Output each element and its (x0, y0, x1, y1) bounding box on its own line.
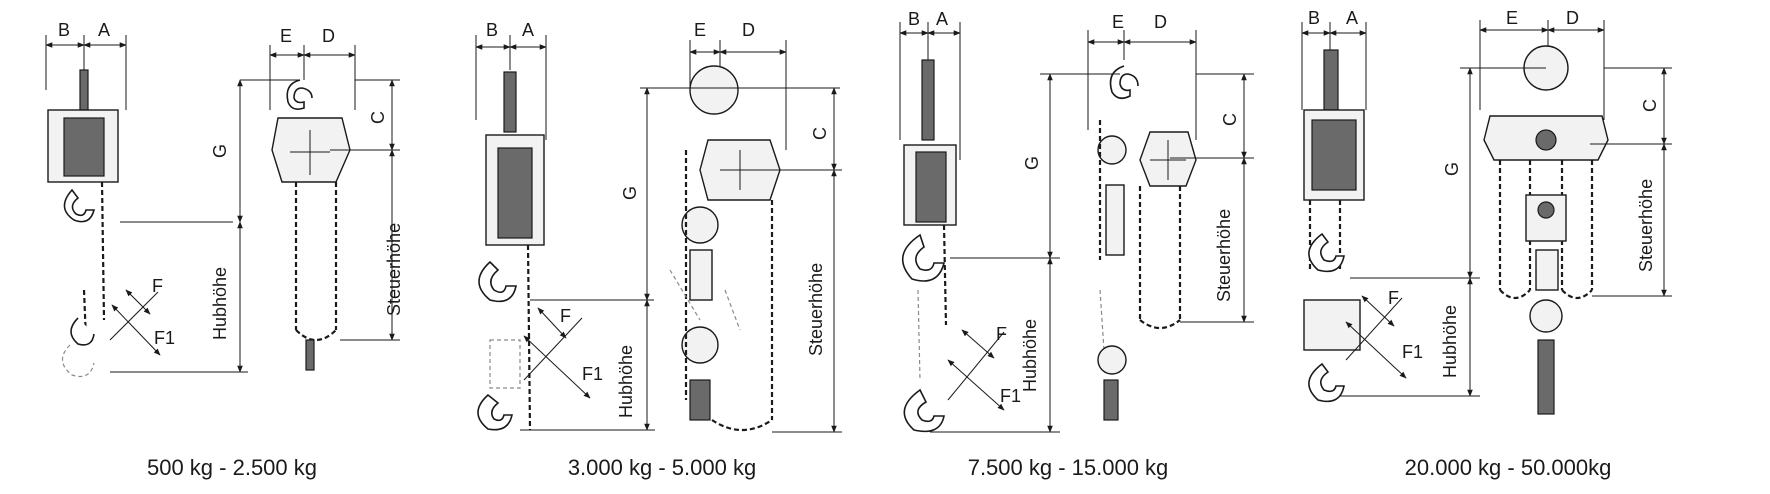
caption-group-3: 7.500 kg - 15.000 kg (967, 455, 1169, 480)
front-view-3: E D G Hubhöhe (930, 12, 1254, 433)
front-view-4: E D G Hubhöhe (1340, 8, 1672, 415)
caption-group-2: 3.000 kg - 5.000 kg (567, 455, 757, 480)
dim-label-g: G (1442, 162, 1462, 176)
front-view-1: E D G Hubhöhe C (109, 26, 404, 373)
side-view-1: B A (45, 20, 127, 378)
dim-label-d: D (742, 20, 755, 40)
side-view-4: B A (1301, 8, 1367, 403)
dim-label-f1: F1 (1000, 386, 1021, 406)
caption-group-4: 20.000 kg - 50.000kg (1404, 455, 1612, 480)
dim-label-a: A (522, 20, 534, 40)
dim-label-c: C (368, 111, 388, 124)
dim-label-f1: F1 (154, 328, 175, 348)
side-view-3: B A (899, 9, 961, 433)
dim-label-b: B (486, 20, 498, 40)
dim-label-c: C (810, 127, 830, 140)
dim-label-e: E (694, 20, 706, 40)
dim-label-g: G (620, 186, 640, 200)
caption-group-1: 500 kg - 2.500 kg (146, 455, 318, 480)
group-1: B A E D (45, 20, 404, 378)
dim-label-f: F (152, 276, 163, 296)
dim-label-hubhoehe: Hubhöhe (1020, 319, 1040, 392)
dim-label-d: D (322, 26, 335, 46)
dim-label-d: D (1154, 12, 1167, 32)
dim-label-g: G (210, 144, 230, 158)
dim-label-e: E (1112, 12, 1124, 32)
dim-label-b: B (58, 20, 70, 40)
dim-label-c: C (1640, 99, 1660, 112)
dim-label-f: F (1388, 288, 1399, 308)
dim-label-a: A (936, 9, 948, 29)
dim-label-hubhoehe: Hubhöhe (1440, 305, 1460, 378)
dim-label-steuerhoehe: Steuerhöhe (384, 223, 404, 316)
dim-label-c: C (1220, 113, 1240, 126)
dim-label-hubhoehe: Hubhöhe (210, 267, 230, 340)
dim-label-steuerhoehe: Steuerhöhe (1214, 209, 1234, 302)
group-3: B A E D (899, 9, 1254, 433)
dim-label-e: E (280, 26, 292, 46)
dim-label-b: B (1308, 8, 1320, 28)
side-view-2: B A (475, 20, 547, 431)
dim-label-hubhoehe: Hubhöhe (616, 345, 636, 418)
dim-label-f: F (996, 324, 1007, 344)
dim-label-steuerhoehe: Steuerhöhe (806, 263, 826, 356)
dim-label-f1: F1 (1402, 342, 1423, 362)
dim-label-a: A (98, 20, 110, 40)
dim-label-f: F (560, 306, 571, 326)
dim-label-a: A (1346, 8, 1358, 28)
dim-label-steuerhoehe: Steuerhöhe (1636, 179, 1656, 272)
dim-label-g: G (1022, 156, 1042, 170)
dim-label-b: B (908, 9, 920, 29)
dim-label-e: E (1506, 8, 1518, 28)
group-2: B A E D (475, 20, 842, 433)
front-view-2: E D G Hubhöhe C (520, 20, 842, 433)
dim-label-f1: F1 (582, 364, 603, 384)
dim-label-d: D (1566, 8, 1579, 28)
group-4: B A E D (1301, 8, 1672, 415)
